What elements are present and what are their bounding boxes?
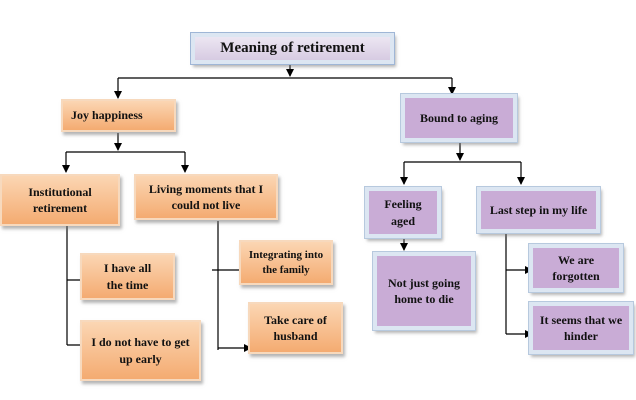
root-node: Meaning of retirement [190,32,395,65]
institutional-retirement-node: Institutional retirement [0,174,120,226]
institutional-retirement-label: Institutional retirement [28,184,92,215]
last-step-label: Last step in my life [489,202,588,217]
living-moments-node: Living moments that I could not live [134,174,278,220]
i-have-all-the-time-label: I have all the time [103,261,152,292]
get-up-early-node: I do not have to get up early [80,320,201,381]
not-going-home-node: Not just going home to die [372,251,476,331]
feeling-aged-node: Feeling aged [364,186,442,239]
we-hinder-node: It seems that we hinder [528,301,634,355]
bound-to-aging-node: Bound to aging [400,93,518,143]
take-care-husband-label: Take care of husband [264,312,327,343]
take-care-husband-node: Take care of husband [248,302,343,354]
integrating-family-node: Integrating into the family [239,240,333,285]
we-are-forgotten-node: We are forgotten [528,243,624,293]
integrating-family-label: Integrating into the family [248,248,324,276]
last-step-node: Last step in my life [476,186,601,234]
i-have-all-the-time-node: I have all the time [80,253,175,300]
feeling-aged-label: Feeling aged [384,197,422,228]
we-hinder-label: It seems that we hinder [539,312,623,343]
get-up-early-label: I do not have to get up early [91,335,190,366]
joy-happiness-node: Joy happiness [61,99,176,132]
joy-happiness-label: Joy happiness [71,108,143,123]
bound-to-aging-label: Bound to aging [419,110,499,125]
not-going-home-label: Not just going home to die [387,275,460,306]
living-moments-label: Living moments that I could not live [148,181,264,212]
we-are-forgotten-label: We are forgotten [552,252,600,283]
root-label: Meaning of retirement [220,40,365,57]
